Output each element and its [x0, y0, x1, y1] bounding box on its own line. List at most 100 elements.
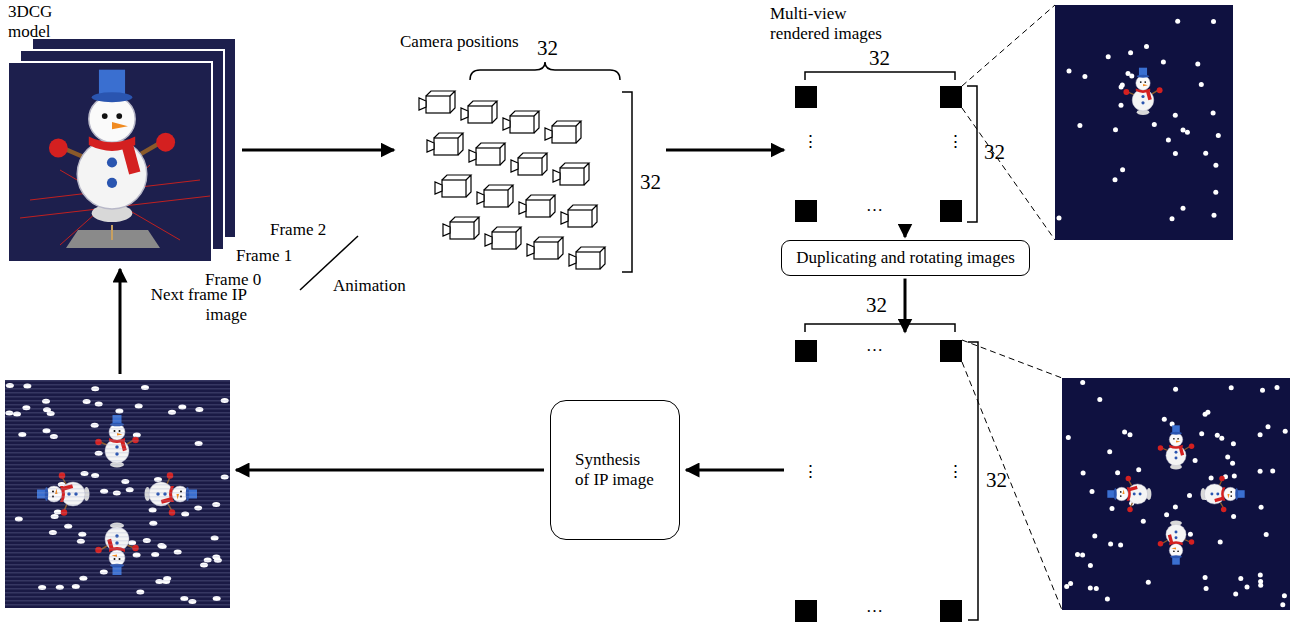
snow-dot — [1106, 54, 1111, 59]
snow-dot — [1115, 470, 1120, 475]
frame-front — [8, 62, 212, 262]
camera — [561, 205, 597, 227]
snow-dot — [1212, 213, 1217, 218]
snow-dot — [1173, 504, 1178, 509]
snow-dot — [1107, 449, 1112, 454]
annotation: ⋮ — [802, 132, 819, 152]
snow-dot — [1119, 85, 1124, 90]
snow-dot — [1122, 429, 1127, 434]
camera-array — [419, 91, 605, 269]
camera — [553, 163, 589, 185]
image-panel: Camera positions — [400, 88, 660, 278]
count-number: 32 — [640, 170, 661, 194]
panel-heading: Camera positions — [400, 32, 519, 52]
box-label: Duplicating and rotating images — [796, 248, 1015, 268]
snow-dot — [1266, 424, 1271, 429]
snow-dot — [1090, 489, 1095, 494]
camera — [427, 133, 463, 155]
snow-dot — [1081, 471, 1086, 476]
ip-image — [5, 380, 230, 608]
snow-dot — [1195, 61, 1200, 66]
annotation: … — [866, 597, 883, 617]
image-grid — [795, 72, 977, 222]
snow-dot — [1181, 127, 1186, 132]
bracket — [622, 92, 632, 272]
snow-dot — [1229, 385, 1234, 390]
snow-dot — [1113, 177, 1118, 182]
snow-dot — [1173, 387, 1178, 392]
camera — [461, 101, 497, 123]
snow-dot — [1146, 580, 1151, 585]
snow-dot — [1141, 519, 1146, 524]
annotation: … — [866, 196, 883, 216]
snow-dot — [1097, 397, 1102, 402]
snow-dot — [1175, 19, 1180, 24]
snow-dot — [1238, 576, 1243, 581]
snow-dot — [1164, 512, 1169, 517]
snow-dot — [1231, 441, 1236, 446]
snow-dot — [1209, 476, 1214, 481]
snow-dot — [1162, 417, 1167, 422]
image-panel: 3DCG model — [8, 38, 236, 263]
camera — [545, 121, 581, 143]
snow-dot — [1245, 585, 1250, 590]
snow-dot — [1113, 127, 1118, 132]
snow-dot — [1282, 593, 1287, 598]
snow-dot — [1144, 44, 1149, 49]
flow-arrow — [242, 149, 394, 152]
snow-dot — [1185, 130, 1190, 135]
brace — [470, 62, 620, 80]
camera — [477, 185, 513, 207]
snow-dot — [1264, 532, 1269, 537]
snow-dot — [1199, 431, 1204, 436]
annotation: Animation — [333, 276, 406, 296]
box-label: Synthesis of IP image — [575, 450, 655, 489]
flow-arrow — [119, 269, 122, 374]
snow-dot — [1258, 432, 1263, 437]
panel-heading: Next frame IP image — [135, 285, 247, 324]
snow-dot — [1203, 575, 1208, 580]
snow-dot — [1166, 138, 1171, 143]
camera — [419, 91, 455, 113]
snow-dot — [1077, 123, 1082, 128]
annotation: ⋮ — [802, 462, 819, 482]
snow-dot — [1216, 133, 1221, 138]
snow-dot — [1075, 552, 1080, 557]
annotation: ⋮ — [947, 132, 964, 152]
snow-dot — [1275, 385, 1280, 390]
flow-arrow — [236, 469, 544, 472]
snow-dot — [1068, 581, 1073, 586]
snow-dot — [1110, 506, 1115, 511]
camera — [519, 195, 555, 217]
snow-dot — [1283, 429, 1288, 434]
snow-dot — [1108, 541, 1113, 546]
snowman — [49, 70, 175, 222]
snow-dot — [1187, 493, 1192, 498]
snow-dot — [1260, 388, 1265, 393]
snow-dot — [1136, 467, 1141, 472]
snow-dot — [1126, 71, 1131, 76]
snow-dot — [1128, 432, 1133, 437]
camera — [469, 143, 505, 165]
snow-dot — [1181, 206, 1186, 211]
panel-heading: Multi-view rendered images — [770, 4, 892, 43]
snow-dot — [1118, 543, 1123, 548]
camera — [435, 175, 471, 197]
snow-dot — [1213, 163, 1218, 168]
snow-dot — [1225, 455, 1230, 460]
snow-dot — [1215, 433, 1220, 438]
flow-arrow — [904, 279, 907, 332]
flow-arrow — [666, 149, 784, 152]
image-panel: Next frame IP image — [5, 380, 230, 608]
camera — [443, 217, 479, 239]
snow-dot — [1258, 469, 1263, 474]
snow-dot — [1213, 190, 1218, 195]
snow-dot — [1211, 19, 1216, 24]
annotation: … — [866, 336, 883, 356]
snow-dot — [1193, 458, 1198, 463]
snow-dot — [1173, 151, 1178, 156]
snow-dot — [1170, 216, 1175, 221]
snow-dot — [1092, 534, 1097, 539]
flow-arrow — [904, 228, 907, 237]
snow-dot — [1082, 74, 1087, 79]
